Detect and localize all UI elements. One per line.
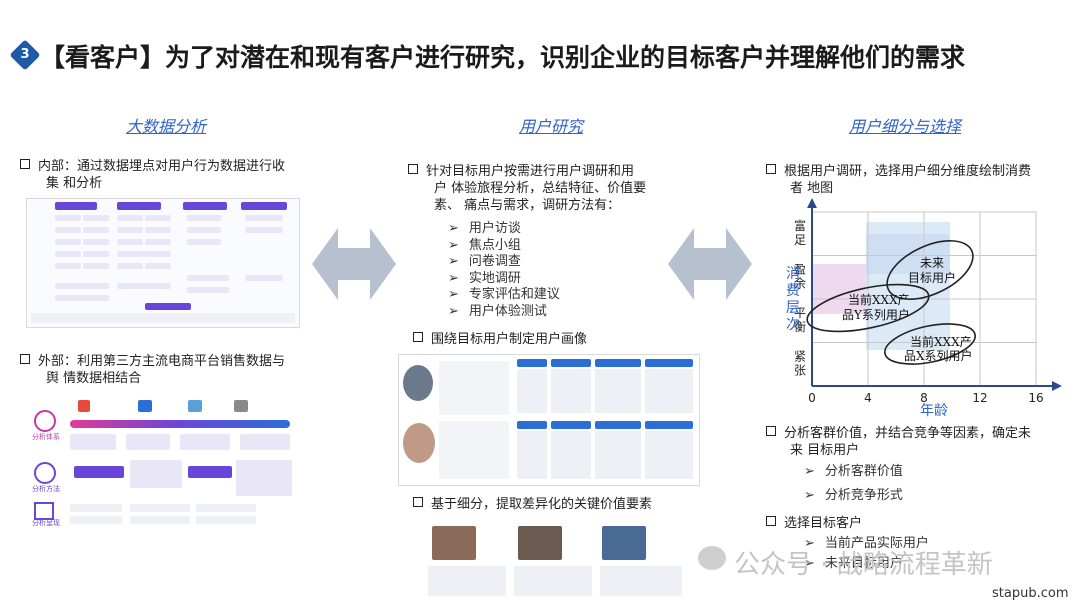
list-item: ➢用户访谈 [448, 221, 521, 236]
section-number-badge: 3 [9, 39, 41, 71]
ellipse-y-series-users [806, 283, 930, 333]
bullet-box-icon [766, 516, 776, 526]
group-value-subs: ➢分析客群价值 ➢分析竞争形式 [804, 460, 903, 508]
page-title: 【看客户】为了对潜在和现有客户进行研究，识别企业的目标客户并理解他们的需求 [40, 43, 966, 72]
heading-user-research: 用户研究 [519, 117, 584, 136]
arrow-bullet-icon: ➢ [448, 287, 459, 302]
group-value-text-1: 分析客群价值，并结合竞争等因素，确定未 [784, 426, 1032, 441]
external-data-diagram: 分析体系 分析方法 分析呈现 [30, 396, 296, 526]
y-tick-label: 富 [794, 218, 806, 233]
bullet-research-intro: 针对目标用户按需进行用户调研和用 [408, 163, 634, 180]
y-axis-arrow-icon [807, 198, 817, 208]
y-tick-label: 盈 [794, 262, 806, 276]
bullet-box-icon [20, 159, 30, 169]
list-item: ➢分析竞争形式 [804, 488, 903, 503]
heading-user-segmentation: 用户细分与选择 [849, 117, 962, 136]
x-tick-label: 0 [808, 391, 816, 405]
y-tick-label: 张 [794, 363, 806, 377]
label-future-1: 未来 [920, 256, 944, 270]
bullet-external: 外部：利用第三方主流电商平台销售数据与 [20, 353, 285, 370]
double-arrow-left-icon [312, 228, 396, 300]
wechat-logo-icon [698, 546, 726, 570]
arrow-bullet-icon: ➢ [804, 536, 815, 551]
internal-text-1: 内部：通过数据埋点对用户行为数据进行收 [38, 159, 286, 174]
bullet-box-icon [413, 497, 423, 507]
double-arrow-right-icon [668, 228, 752, 300]
list-item: ➢专家评估和建议 [448, 287, 560, 302]
arrow-bullet-icon: ➢ [448, 303, 459, 319]
consumer-map-text-1: 根据用户调研，选择用户细分维度绘制消费 [784, 164, 1032, 179]
bullet-consumer-map: 根据用户调研，选择用户细分维度绘制消费 [766, 163, 1031, 180]
list-item: ➢焦点小组 [448, 237, 521, 253]
group-value-text-2: 来 目标用户 [790, 443, 860, 458]
heading-big-data: 大数据分析 [126, 117, 207, 136]
research-intro-1: 针对目标用户按需进行用户调研和用 [426, 164, 635, 179]
bullet-box-icon [766, 426, 776, 436]
flow-label-present: 分析呈现 [32, 519, 60, 526]
label-y-series-2: 品Y系列用户 [842, 307, 910, 322]
list-item: ➢用户体验测试 [448, 303, 547, 319]
ellipse-x-series-users [884, 323, 976, 365]
list-item: ➢问卷调查 [448, 254, 521, 269]
arrow-bullet-icon: ➢ [448, 270, 459, 286]
y-tick-label: 衡 [794, 320, 806, 334]
list-item: ➢当前产品实际用户 [804, 536, 929, 551]
ellipse-future-users [886, 240, 974, 300]
internal-data-diagram [26, 198, 300, 328]
label-y-series-1: 当前XXX产 [848, 292, 910, 307]
bullet-box-icon [413, 332, 423, 342]
bullet-box-icon [20, 354, 30, 364]
arrow-bullet-icon: ➢ [448, 254, 459, 269]
bullet-select-customers: 选择目标客户 [766, 515, 862, 532]
x-tick-label: 4 [864, 391, 872, 405]
badge-number: 3 [20, 47, 30, 62]
external-text-1: 外部：利用第三方主流电商平台销售数据与 [38, 354, 286, 369]
consumer-map-text-2: 者 地图 [790, 181, 834, 196]
arrow-bullet-icon: ➢ [804, 488, 815, 503]
bullet-box-icon [408, 164, 418, 174]
arrow-bullet-icon: ➢ [448, 221, 459, 236]
label-x-series-2: 品X系列用户 [904, 348, 973, 363]
bullet-box-icon [766, 164, 776, 174]
y-tick-label: 紧 [794, 349, 806, 363]
x-tick-label: 8 [920, 391, 928, 405]
list-item: ➢未来目标用户 [804, 556, 903, 571]
persona-text: 围绕目标用户制定用户画像 [431, 332, 588, 347]
y-axis-label: 消费层次 [786, 266, 800, 333]
x-tick-label: 16 [1028, 391, 1043, 405]
select-customers-subs: ➢当前产品实际用户 ➢未来目标用户 [804, 534, 929, 574]
flow-label-method: 分析方法 [32, 485, 60, 493]
research-intro-3: 素、 痛点与需求，调研方法有： [434, 198, 621, 213]
bullet-value-elements: 基于细分，提取差异化的关键价值要素 [413, 496, 652, 513]
research-intro-2: 户 体验旅程分析，总结特征、价值要 [434, 181, 647, 196]
watermark-site: stapub.com [992, 586, 1069, 601]
arrow-bullet-icon: ➢ [448, 237, 459, 253]
user-persona-table [398, 354, 700, 486]
x-axis-label: 年龄 [920, 403, 948, 418]
label-future-2: 目标用户 [908, 270, 956, 285]
label-x-series-1: 当前XXX产 [910, 334, 972, 349]
y-tick-label: 余 [794, 275, 806, 290]
value-elements-text: 基于细分，提取差异化的关键价值要素 [431, 497, 653, 512]
x-axis-arrow-icon [1052, 381, 1062, 391]
bullet-internal: 内部：通过数据埋点对用户行为数据进行收 [20, 158, 285, 175]
internal-text-2: 集 和分析 [46, 176, 103, 191]
bullet-group-value: 分析客群价值，并结合竞争等因素，确定未 [766, 425, 1031, 442]
research-methods-list: ➢用户访谈 ➢焦点小组 ➢问卷调查 ➢实地调研 ➢专家评估和建议 ➢用户体验测试 [448, 221, 560, 320]
external-text-2: 舆 情数据相结合 [46, 371, 142, 386]
bullet-persona: 围绕目标用户制定用户画像 [413, 331, 587, 348]
arrow-bullet-icon: ➢ [804, 464, 815, 479]
watermark-brand: 公众号 · 战略流程革新 [734, 550, 993, 580]
select-customers-text: 选择目标客户 [784, 516, 863, 531]
y-tick-label: 平 [794, 306, 806, 320]
list-item: ➢分析客群价值 [804, 464, 903, 479]
y-tick-label: 足 [794, 233, 806, 247]
list-item: ➢实地调研 [448, 270, 521, 286]
flow-label-system: 分析体系 [32, 433, 60, 441]
arrow-bullet-icon: ➢ [804, 556, 815, 571]
value-elements-cards [424, 524, 696, 604]
x-tick-label: 12 [972, 391, 987, 405]
